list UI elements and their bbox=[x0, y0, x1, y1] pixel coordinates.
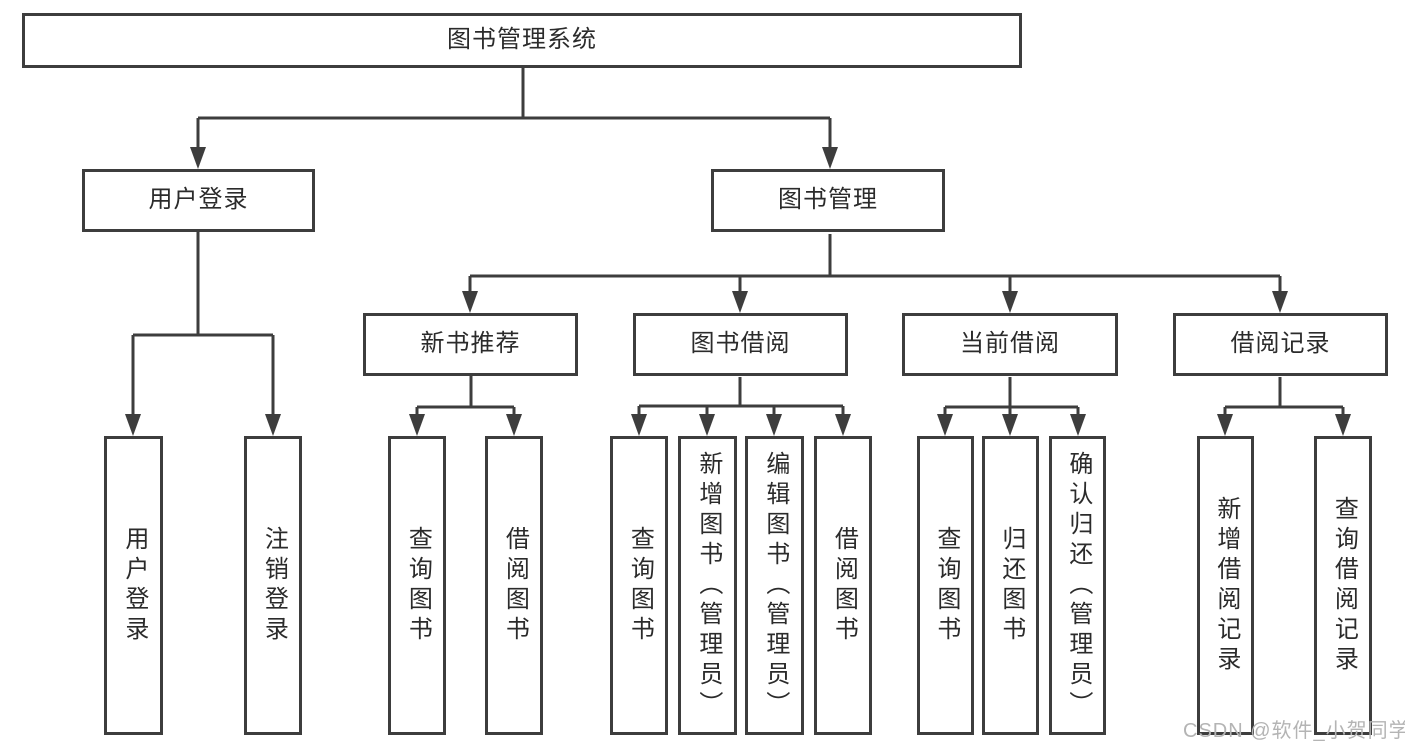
leaf-query-books-recommend: 查询图书 bbox=[388, 436, 446, 735]
node-book-management: 图书管理 bbox=[711, 169, 945, 232]
leaf-logout: 注销登录 bbox=[244, 436, 302, 735]
connector-current-children bbox=[943, 377, 1080, 418]
node-user-login: 用户登录 bbox=[82, 169, 315, 232]
leaf-confirm-return-admin: 确认归还（管理员） bbox=[1049, 436, 1106, 735]
connector-root-to-level2 bbox=[196, 68, 832, 151]
connector-records-children bbox=[1223, 377, 1345, 418]
node-borrow-records: 借阅记录 bbox=[1173, 313, 1388, 376]
leaf-edit-books-admin: 编辑图书（管理员） bbox=[745, 436, 804, 735]
leaf-return-books: 归还图书 bbox=[982, 436, 1039, 735]
leaf-user-login: 用户登录 bbox=[104, 436, 163, 735]
arrowheads bbox=[125, 147, 1351, 436]
leaf-add-borrow-record: 新增借阅记录 bbox=[1197, 436, 1254, 735]
leaf-query-books-current: 查询图书 bbox=[917, 436, 974, 735]
node-new-book-recommend: 新书推荐 bbox=[363, 313, 578, 376]
node-current-borrow: 当前借阅 bbox=[902, 313, 1118, 376]
leaf-add-books-admin: 新增图书（管理员） bbox=[678, 436, 737, 735]
connector-book-mgmt-to-level3 bbox=[468, 234, 1282, 295]
leaf-borrow-books: 借阅图书 bbox=[814, 436, 872, 735]
leaf-query-books-borrow: 查询图书 bbox=[610, 436, 668, 735]
leaf-query-borrow-record: 查询借阅记录 bbox=[1314, 436, 1372, 735]
node-book-borrow: 图书借阅 bbox=[633, 313, 848, 376]
watermark: CSDN @软件_小贺同学 bbox=[1183, 720, 1405, 742]
node-root: 图书管理系统 bbox=[22, 13, 1022, 68]
leaf-borrow-books-recommend: 借阅图书 bbox=[485, 436, 543, 735]
connector-user-login-children bbox=[131, 232, 275, 418]
connector-borrow-children bbox=[637, 377, 845, 418]
connector-recommend-children bbox=[415, 376, 516, 418]
